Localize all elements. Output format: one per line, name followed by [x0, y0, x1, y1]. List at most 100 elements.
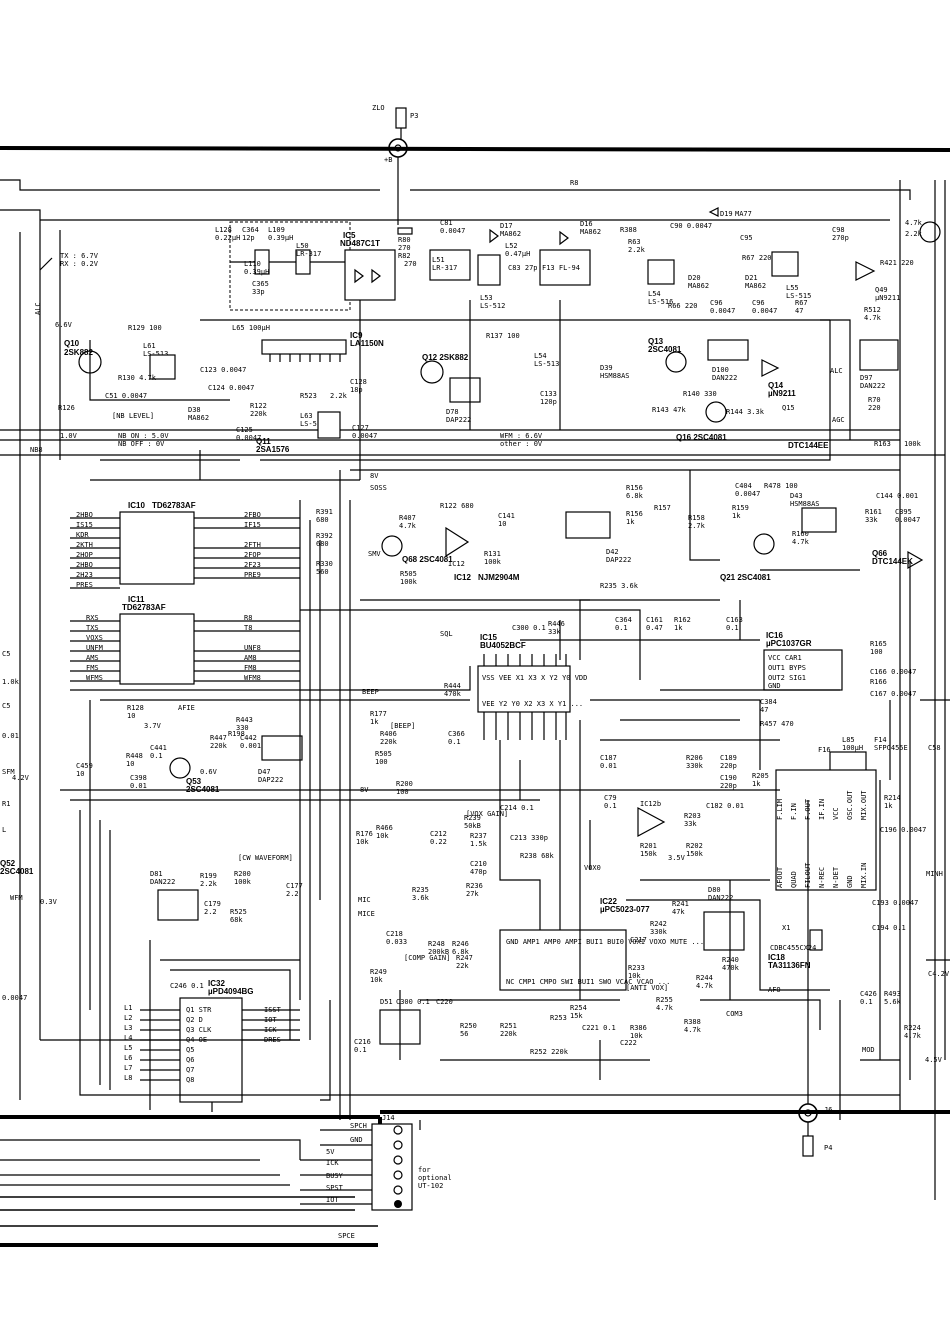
svg-text:C163: C163: [726, 616, 743, 624]
svg-text:0.1: 0.1: [615, 624, 628, 632]
svg-text:33p: 33p: [252, 288, 265, 296]
beep-label: BEEP: [362, 688, 379, 696]
svg-text:2.2k: 2.2k: [905, 230, 923, 238]
svg-text:560: 560: [316, 568, 329, 576]
spst-label: SPST: [326, 1184, 344, 1192]
svg-text:ALC: ALC: [830, 367, 843, 375]
svg-text:DTC144EE: DTC144EE: [788, 441, 829, 450]
svg-text:OUT2 SIG1: OUT2 SIG1: [768, 674, 806, 682]
svg-text:C210: C210: [470, 860, 487, 868]
ic5-part: ND487C1T: [340, 239, 380, 248]
p4-label: P4: [824, 1144, 832, 1152]
svg-text:0.001: 0.001: [240, 742, 261, 750]
svg-text:2SC4081: 2SC4081: [648, 345, 682, 354]
svg-text:R505: R505: [375, 750, 392, 758]
svg-text:AFOUT: AFOUT: [776, 866, 784, 888]
svg-text:C51 0.0047: C51 0.0047: [105, 392, 147, 400]
gnd-label: GND: [350, 1136, 363, 1144]
svg-text:L: L: [2, 826, 6, 834]
svg-text:R165: R165: [870, 640, 887, 648]
svg-text:LS-516: LS-516: [648, 298, 673, 306]
svg-text:LS-515: LS-515: [786, 292, 811, 300]
j6-label: J6: [824, 1106, 832, 1114]
svg-text:DAP222: DAP222: [446, 416, 471, 424]
svg-text:C194 0.1: C194 0.1: [872, 924, 906, 932]
svg-text:Q2 D: Q2 D: [186, 1016, 203, 1024]
svg-text:D16: D16: [580, 220, 593, 228]
r8-label-top: R8: [570, 179, 578, 187]
svg-text:C190: C190: [720, 774, 737, 782]
svg-text:0.01: 0.01: [2, 732, 19, 740]
svg-text:150k: 150k: [686, 850, 704, 858]
svg-text:R224: R224: [904, 1024, 921, 1032]
svg-text:TXS: TXS: [86, 624, 99, 632]
svg-text:330: 330: [236, 724, 249, 732]
svg-text:5.6k: 5.6k: [884, 998, 902, 1006]
svg-text:R254: R254: [570, 1004, 587, 1012]
svg-text:C214 0.1: C214 0.1: [500, 804, 534, 812]
svg-text:1.5k: 1.5k: [470, 840, 488, 848]
svg-text:VCC CAR1: VCC CAR1: [768, 654, 802, 662]
svg-text:0.0047: 0.0047: [2, 994, 27, 1002]
svg-text:C246 0.1: C246 0.1: [170, 982, 204, 990]
x1-part: CDBC455CX24: [770, 944, 816, 952]
svg-text:2F23: 2F23: [244, 561, 261, 569]
svg-text:R391: R391: [316, 508, 333, 516]
svg-text:R330: R330: [316, 560, 333, 568]
zlo-label: ZLO: [372, 104, 385, 112]
ic5-label: IC5: [343, 231, 356, 240]
svg-text:0.0047: 0.0047: [352, 432, 377, 440]
svg-text:C189: C189: [720, 754, 737, 762]
svg-text:33k: 33k: [684, 820, 697, 828]
svg-text:C96: C96: [710, 299, 723, 307]
svg-text:R457 470: R457 470: [760, 720, 794, 728]
svg-text:3.6k: 3.6k: [412, 894, 430, 902]
svg-text:FMS: FMS: [86, 664, 99, 672]
svg-text:C161: C161: [646, 616, 663, 624]
sql-label: SQL: [440, 630, 453, 638]
svg-text:R253: R253: [550, 1014, 567, 1022]
svg-text:100k: 100k: [484, 558, 502, 566]
svg-text:10k: 10k: [628, 972, 641, 980]
tx-volt-label: TX : 6.7V: [60, 252, 99, 260]
svg-text:VOX0: VOX0: [584, 864, 601, 872]
svg-text:D38: D38: [188, 406, 201, 414]
svg-text:DAN222: DAN222: [860, 382, 885, 390]
svg-text:R241: R241: [672, 900, 689, 908]
svg-text:R80: R80: [398, 236, 411, 244]
svg-text:R156: R156: [626, 510, 643, 518]
svg-text:R239: R239: [464, 814, 481, 822]
svg-text:C81: C81: [440, 219, 453, 227]
svg-text:Q15: Q15: [782, 404, 795, 412]
svg-text:D19: D19: [720, 210, 733, 218]
ic12a-opamp: [445, 526, 470, 558]
svg-text:R163: R163: [874, 440, 891, 448]
svg-text:WFM: WFM: [10, 894, 23, 902]
svg-text:D97: D97: [860, 374, 873, 382]
svg-text:R160: R160: [792, 530, 809, 538]
svg-text:R158: R158: [688, 514, 705, 522]
svg-text:C167 0.0047: C167 0.0047: [870, 690, 916, 698]
svg-text:470k: 470k: [722, 964, 740, 972]
svg-text:1k: 1k: [732, 512, 741, 520]
svg-text:2.2k: 2.2k: [628, 246, 646, 254]
svg-text:L8: L8: [124, 1074, 132, 1082]
svg-text:6.8k: 6.8k: [626, 492, 644, 500]
svg-text:R144 3.3k: R144 3.3k: [726, 408, 765, 416]
ic10-label: IC10: [128, 501, 145, 510]
svg-text:L52: L52: [505, 242, 518, 250]
ic16-part: µPC1037GR: [766, 639, 812, 648]
j14-connector: J14 SPCH GND 5V ICK BUSY SPST IOT for op…: [300, 1114, 452, 1240]
svg-text:47: 47: [795, 307, 803, 315]
svg-text:6.8k: 6.8k: [452, 948, 470, 956]
svg-text:C124 0.0047: C124 0.0047: [208, 384, 254, 392]
svg-text:L1: L1: [124, 1004, 132, 1012]
svg-text:C58: C58: [928, 744, 941, 752]
svg-text:L54: L54: [534, 352, 547, 360]
svg-text:R143 47k: R143 47k: [652, 406, 687, 414]
svg-text:10: 10: [498, 520, 506, 528]
svg-text:680: 680: [316, 540, 329, 548]
f14-part: SFPC455E: [874, 744, 908, 752]
rx-volt-label: RX : 0.2V: [60, 260, 99, 268]
svg-text:µN9211: µN9211: [875, 294, 900, 302]
